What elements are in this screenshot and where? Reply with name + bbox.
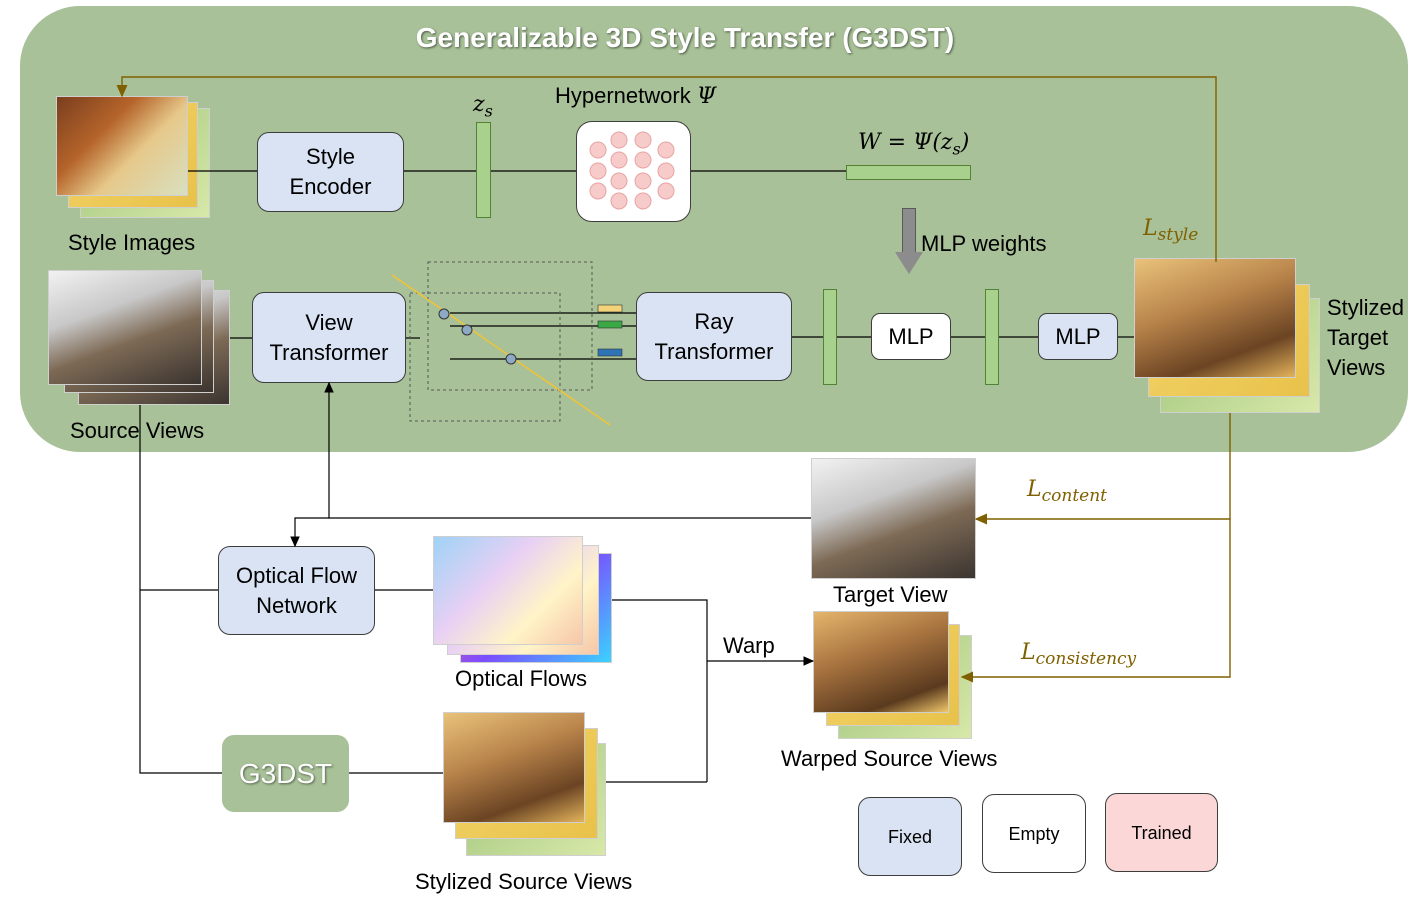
weight-vector [846,165,971,180]
connector-source-to-g3dst [139,405,222,774]
optical-flows-label: Optical Flows [455,666,588,691]
style-encoder-line2: Encoder [289,174,372,199]
optical-flow-front [433,536,583,645]
hypernetwork-text: Hypernetwork [555,83,697,108]
w-formula-sub: s [952,139,961,159]
loss-consistency-main: L [1021,640,1036,665]
hypernetwork-box [576,121,691,222]
loss-consistency-sub: consistency [1035,649,1137,669]
warped-source-front [813,611,949,713]
view-transformer-line2: Transformer [269,339,389,365]
style-image-front [56,96,188,196]
connector-target-to-flow-network [290,517,329,548]
source-view-front [48,270,202,385]
loss-style-sub: style [1157,225,1199,245]
ray-transformer-line2: Transformer [654,338,774,364]
ray-feature-vector [823,289,837,385]
legend-empty: Empty [982,794,1086,873]
legend-trained: Trained [1105,793,1218,872]
loss-consistency-label: Lconsistency [1021,640,1136,669]
mlp-weights-arrow [902,208,916,254]
w-formula: W = Ψ(zs) [858,130,969,158]
ray-transformer-line1: Ray [694,308,734,334]
mlp-box-2: MLP [1038,313,1118,360]
warp-label: Warp [723,633,775,658]
zs-sub: s [484,101,493,121]
mlp-hidden-vector [985,289,999,385]
zs-vector [476,122,491,218]
w-formula-main: W = Ψ(z [858,130,953,155]
optical-flow-network-line2: Network [256,592,337,618]
loss-style-label: Lstyle [1143,216,1198,245]
zs-label: zs [473,92,493,120]
source-views-label: Source Views [70,418,205,443]
warped-source-label: Warped Source Views [781,746,998,771]
loss-content-sub: content [1041,486,1107,506]
style-images-label: Style Images [68,230,196,255]
w-formula-end: ) [960,130,970,155]
stylized-target-line1: Stylized [1327,295,1405,320]
loss-content-main: L [1027,477,1042,502]
target-view-image [811,458,976,579]
stylized-target-label: Stylized Target Views [1327,293,1404,383]
mlp-weights-label: MLP weights [921,231,1047,256]
target-view-label: Target View [833,582,948,607]
stylized-source-front [443,712,585,823]
mlp-box-1: MLP [871,313,951,360]
style-encoder-line1: Style [306,144,355,169]
zs-main: z [473,92,485,117]
optical-flow-network-line1: Optical Flow [235,562,358,588]
mlp-weights-arrowhead [895,252,923,274]
loss-style-main: L [1143,216,1158,241]
hypernetwork-label: Hypernetwork Ψ [555,83,716,109]
loss-content-label: Lcontent [1027,477,1107,506]
view-transformer-line1: View [305,309,353,335]
stylized-source-label: Stylized Source Views [415,869,633,894]
diagram-title: Generalizable 3D Style Transfer (G3DST) [415,22,955,53]
legend-fixed: Fixed [858,797,962,876]
stylized-target-line3: Views [1327,355,1386,380]
connector-flows-to-warp [612,599,708,782]
g3dst-box: G3DST [222,735,349,812]
stylized-target-line2: Target [1327,325,1389,350]
hypernetwork-symbol: Ψ [696,84,717,109]
stylized-target-front [1134,258,1296,378]
